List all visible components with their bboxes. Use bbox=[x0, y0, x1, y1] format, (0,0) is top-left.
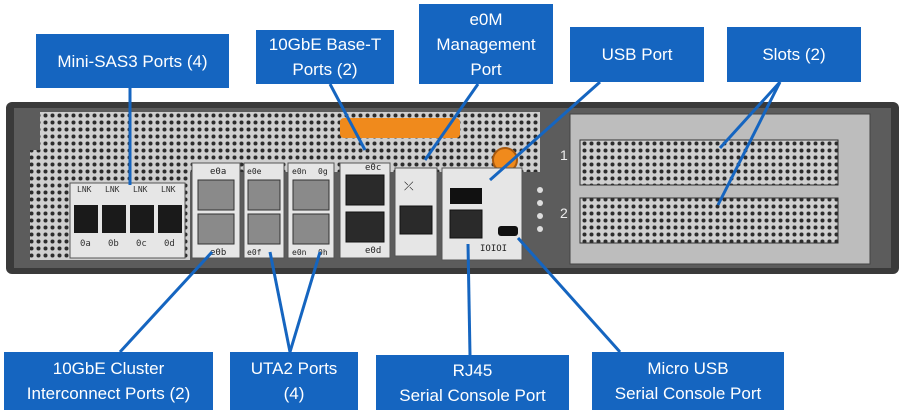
port-label-0h: 0h bbox=[318, 248, 328, 257]
port-label-0c: 0c bbox=[136, 239, 147, 249]
mini-sas-port-0a[interactable] bbox=[74, 205, 98, 233]
callout-line: UTA2 Ports bbox=[250, 359, 338, 378]
mini-sas-port-0b[interactable] bbox=[102, 205, 126, 233]
callout-line: Slots (2) bbox=[762, 45, 826, 64]
lnk-label: LNK bbox=[133, 185, 148, 194]
leader-micro-usb bbox=[516, 236, 622, 354]
callout-line: (4) bbox=[283, 384, 305, 403]
port-label-e0e: e0e bbox=[247, 167, 262, 176]
mini-sas-port-0c[interactable] bbox=[130, 205, 154, 233]
port-label-e0c: e0c bbox=[365, 163, 381, 173]
usb-port[interactable] bbox=[450, 188, 482, 204]
callout-line: Ports (2) bbox=[292, 60, 358, 79]
mini-sas-ports bbox=[74, 205, 182, 233]
callout-line: Port bbox=[470, 59, 502, 79]
callout-line: USB Port bbox=[601, 45, 673, 64]
callout-micro-usb-serial-console-port: Micro USB Serial Console Port bbox=[592, 352, 784, 410]
status-led bbox=[537, 213, 543, 219]
uta2-port-e0g[interactable] bbox=[292, 179, 330, 211]
callout-mini-sas3-ports: Mini-SAS3 Ports (4) bbox=[36, 34, 229, 88]
uta2-port-e0h[interactable] bbox=[292, 213, 330, 245]
rj45-console-port[interactable] bbox=[449, 209, 483, 239]
slot-1-number: 1 bbox=[560, 147, 568, 163]
callout-line: Interconnect Ports (2) bbox=[26, 384, 191, 403]
mini-sas-port-0d[interactable] bbox=[158, 205, 182, 233]
leader-uta2-a bbox=[268, 251, 292, 353]
port-label-e0n-bottom: e0n bbox=[292, 248, 307, 257]
callout-line: Management bbox=[436, 34, 536, 54]
leader-base-t bbox=[328, 83, 367, 151]
base-t-port-e0c[interactable] bbox=[345, 174, 385, 206]
callout-rj45-serial-console-port: RJ45 Serial Console Port bbox=[376, 355, 569, 410]
slot-2-number: 2 bbox=[560, 205, 568, 221]
micro-usb-port[interactable] bbox=[498, 226, 518, 236]
console-label: IOIOI bbox=[480, 244, 507, 254]
callout-line: Serial Console Port bbox=[399, 385, 546, 405]
callout-line: RJ45 bbox=[452, 360, 493, 380]
port-label-e0a: e0a bbox=[210, 167, 226, 177]
leader-uta2-b bbox=[288, 251, 322, 353]
callout-line: Mini-SAS3 Ports (4) bbox=[57, 51, 208, 71]
port-label-0d: 0d bbox=[164, 239, 175, 249]
callout-line: 10GbE Base-T bbox=[268, 35, 382, 54]
port-label-e0b: e0b bbox=[210, 248, 226, 258]
leader-cluster bbox=[118, 250, 214, 354]
callout-uta2-ports: UTA2 Ports (4) bbox=[230, 352, 358, 410]
callout-line: 10GbE Cluster bbox=[52, 359, 165, 378]
slot-2[interactable] bbox=[579, 197, 839, 244]
lnk-label: LNK bbox=[77, 185, 92, 194]
leader-rj45 bbox=[466, 243, 472, 356]
uta2-port-e0f[interactable] bbox=[247, 213, 281, 245]
port-label-e0n: e0n bbox=[292, 167, 307, 176]
sfp-port-e0b[interactable] bbox=[197, 213, 235, 245]
slot-1[interactable] bbox=[579, 139, 839, 186]
leader-slot-1 bbox=[718, 80, 782, 150]
port-label-0b: 0b bbox=[108, 239, 119, 249]
leader-slot-2 bbox=[716, 81, 782, 206]
status-led bbox=[537, 200, 543, 206]
callout-10gbe-base-t-ports: 10GbE Base-T Ports (2) bbox=[256, 30, 394, 84]
callout-line: Serial Console Port bbox=[614, 384, 762, 403]
port-label-e0f: e0f bbox=[247, 248, 262, 257]
uta2-port-e0e[interactable] bbox=[247, 179, 281, 211]
sfp-port-e0a[interactable] bbox=[197, 179, 235, 211]
e0m-port[interactable] bbox=[399, 205, 433, 235]
lnk-label: LNK bbox=[105, 185, 120, 194]
leader-usb bbox=[489, 80, 601, 182]
status-led bbox=[537, 226, 543, 232]
port-label-0g: 0g bbox=[318, 167, 328, 176]
callout-slots: Slots (2) bbox=[727, 27, 861, 82]
wrench-icon: ⤫ bbox=[404, 179, 414, 193]
leader-lines bbox=[118, 80, 782, 356]
status-led bbox=[537, 187, 543, 193]
base-t-port-e0d[interactable] bbox=[345, 211, 385, 243]
port-label-0a: 0a bbox=[80, 239, 91, 249]
callout-e0m-management-port: e0M Management Port bbox=[419, 4, 553, 84]
callout-cluster-interconnect-ports: 10GbE Cluster Interconnect Ports (2) bbox=[4, 352, 213, 410]
callout-line: e0M bbox=[469, 9, 503, 29]
leader-e0m bbox=[423, 83, 480, 161]
port-label-e0d: e0d bbox=[365, 246, 381, 256]
pull-tab[interactable] bbox=[340, 118, 460, 138]
lnk-label: LNK bbox=[161, 185, 176, 194]
callout-usb-port: USB Port bbox=[570, 27, 704, 82]
callout-line: Micro USB bbox=[647, 359, 729, 378]
